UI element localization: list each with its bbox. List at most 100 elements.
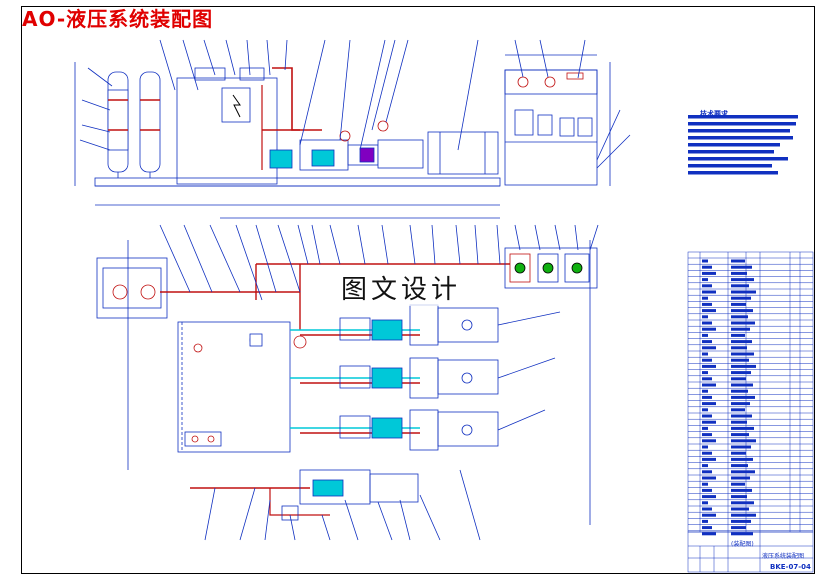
parts-list-entry xyxy=(731,470,755,474)
oil-tank-plan xyxy=(177,321,307,453)
parts-list-entry-code xyxy=(702,501,708,505)
parts-list-entry xyxy=(731,346,747,350)
parts-list-entry xyxy=(731,482,745,486)
parts-list-entry xyxy=(731,433,749,437)
parts-list-entry-code xyxy=(702,439,716,443)
parts-list-entry-code xyxy=(702,532,716,536)
parts-list-entry xyxy=(731,340,752,344)
pump-motor-elevation xyxy=(269,120,499,175)
parts-list-rows xyxy=(688,257,813,532)
parts-list-entry xyxy=(731,371,751,375)
parts-list-entry xyxy=(731,532,753,536)
parts-list-entry-code xyxy=(702,457,716,461)
parts-list-entry xyxy=(731,259,745,263)
elevation-view xyxy=(74,39,631,206)
parts-list-entry-code xyxy=(702,526,712,530)
parts-list-entry-code xyxy=(702,389,708,393)
accumulator-right xyxy=(139,71,161,173)
parts-list-entry-code xyxy=(702,383,716,387)
parts-list-entry-code xyxy=(702,278,708,282)
parts-list-entry-code xyxy=(702,408,708,412)
parts-list-entry-code xyxy=(702,296,708,300)
parts-list-entry-code xyxy=(702,371,708,375)
parts-list-entry xyxy=(731,476,750,480)
title-block-drawing-name: 液压系统装配图 xyxy=(762,553,805,560)
parts-list-entries xyxy=(702,259,756,536)
parts-list-entry xyxy=(731,377,746,381)
control-cabinet-plan xyxy=(504,247,598,289)
parts-list-entry xyxy=(731,519,751,523)
parts-list-entry-code xyxy=(702,402,716,406)
parts-list-entry xyxy=(731,420,747,424)
parts-list-entry-code xyxy=(702,364,716,368)
plan-view xyxy=(96,217,599,541)
parts-list-entry-code xyxy=(702,426,708,430)
parts-list-entry-code xyxy=(702,377,712,381)
parts-list-entry-code xyxy=(702,340,712,344)
drawing-title: AO-液压系统装配图 xyxy=(22,7,214,31)
parts-list-entry-code xyxy=(702,259,708,263)
parts-list-entry-code xyxy=(702,420,716,424)
accumulator-left xyxy=(107,71,129,173)
parts-list-entry-code xyxy=(702,358,712,362)
parts-list-entry-code xyxy=(702,352,708,356)
parts-list-entry xyxy=(731,309,753,313)
parts-list-entry-code xyxy=(702,284,712,288)
title-block-code: BKE-07-04 xyxy=(770,563,811,571)
parts-list-entry xyxy=(731,507,749,511)
title-block-name: (装配图) xyxy=(731,541,754,548)
parts-list-entry xyxy=(731,457,753,461)
parts-list-entry-code xyxy=(702,470,712,474)
parts-list-entry xyxy=(731,526,746,530)
parts-list-entry-code xyxy=(702,333,708,337)
parts-list-entry-code xyxy=(702,327,716,331)
parts-list-entry xyxy=(731,296,751,300)
parts-list-entry xyxy=(731,271,747,275)
sheet-frame xyxy=(21,6,815,574)
pump-group-1 xyxy=(290,304,499,346)
parts-list-entry xyxy=(731,383,753,387)
parts-list-entry xyxy=(731,402,750,406)
parts-list-entry xyxy=(731,302,746,306)
parts-list-entry xyxy=(731,501,754,505)
parts-list-entry-code xyxy=(702,309,716,313)
parts-list-table xyxy=(687,251,814,573)
parts-list-entry-code xyxy=(702,271,716,275)
parts-list-entry xyxy=(731,464,748,468)
parts-list-entry xyxy=(731,278,754,282)
parts-list-entry xyxy=(731,513,756,517)
parts-list-entry-code xyxy=(702,451,712,455)
circulation-pump-plan xyxy=(190,469,419,521)
parts-list-entry xyxy=(731,265,752,269)
parts-list-entry-code xyxy=(702,476,716,480)
parts-list-entry-code xyxy=(702,321,712,325)
parts-list-entry-code xyxy=(702,507,712,511)
parts-list-entry-code xyxy=(702,445,708,449)
parts-list-entry xyxy=(731,488,752,492)
parts-list-entry-code xyxy=(702,315,708,319)
parts-list-entry xyxy=(731,315,748,319)
parts-list-entry-code xyxy=(702,482,708,486)
parts-list-entry xyxy=(731,395,755,399)
parts-list-entry-code xyxy=(702,495,716,499)
notes-title: 技术要求 xyxy=(700,110,728,118)
accumulator-plan xyxy=(96,257,168,319)
control-cabinet-elevation xyxy=(504,69,598,186)
parts-list-entry-code xyxy=(702,414,712,418)
parts-list-entry xyxy=(731,284,749,288)
parts-list-entry-code xyxy=(702,395,712,399)
parts-list-entry xyxy=(731,408,745,412)
parts-list-entry-code xyxy=(702,265,712,269)
technical-notes xyxy=(688,115,798,175)
parts-list-entry xyxy=(731,389,748,393)
parts-list-entry xyxy=(731,333,745,337)
watermark-text: 图文设计 xyxy=(337,274,466,306)
parts-list-entry xyxy=(731,364,756,368)
parts-list-entry xyxy=(731,321,755,325)
parts-list-entry-code xyxy=(702,302,712,306)
parts-list-entry xyxy=(731,495,747,499)
parts-list-entry xyxy=(731,290,756,294)
parts-list-entry-code xyxy=(702,513,716,517)
